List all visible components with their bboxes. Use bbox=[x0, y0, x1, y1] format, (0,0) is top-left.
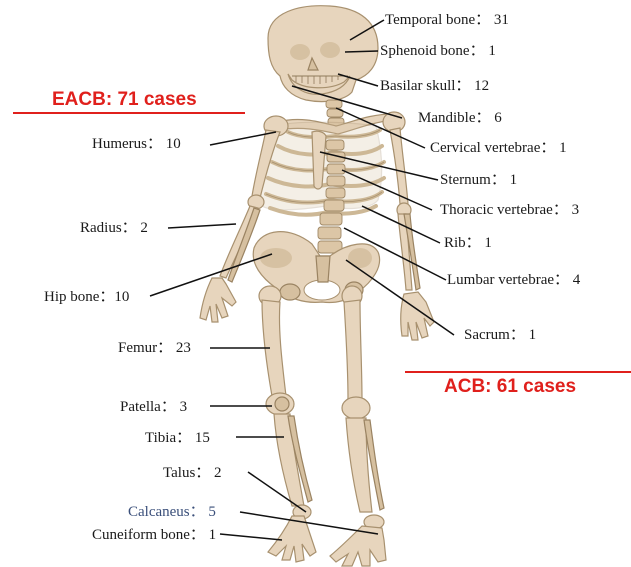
label-cervical-vertebrae: Cervical vertebrae： 1 bbox=[430, 140, 567, 156]
label-tibia: Tibia： 15 bbox=[145, 430, 210, 446]
label-mandible: Mandible： 6 bbox=[418, 110, 502, 126]
label-basilar-skull: Basilar skull： 12 bbox=[380, 78, 489, 94]
skull bbox=[268, 6, 378, 102]
label-talus: Talus： 2 bbox=[163, 465, 222, 481]
label-sternum: Sternum： 1 bbox=[440, 172, 517, 188]
eacb-title: EACB: 71 cases bbox=[52, 89, 197, 110]
label-femur: Femur： 23 bbox=[118, 340, 191, 356]
label-hip-bone: Hip bone：10 bbox=[44, 289, 129, 305]
label-patella: Patella： 3 bbox=[120, 399, 187, 415]
label-sphenoid-bone: Sphenoid bone： 1 bbox=[380, 43, 496, 59]
label-rib: Rib： 1 bbox=[444, 235, 492, 251]
label-humerus: Humerus： 10 bbox=[92, 136, 181, 152]
label-temporal-bone: Temporal bone： 31 bbox=[385, 12, 509, 28]
label-lumbar-vertebrae: Lumbar vertebrae： 4 bbox=[447, 272, 581, 288]
label-cuneiform: Cuneiform bone： 1 bbox=[92, 527, 216, 543]
leg-left bbox=[259, 286, 316, 562]
arm-right bbox=[383, 112, 434, 340]
label-sacrum: Sacrum： 1 bbox=[464, 327, 536, 343]
acb-title: ACB: 61 cases bbox=[444, 376, 576, 397]
label-radius: Radius： 2 bbox=[80, 220, 148, 236]
label-calcaneus: Calcaneus： 5 bbox=[128, 504, 216, 520]
leg-right bbox=[330, 286, 386, 566]
label-thoracic-vertebrae: Thoracic vertebrae： 3 bbox=[440, 202, 579, 218]
